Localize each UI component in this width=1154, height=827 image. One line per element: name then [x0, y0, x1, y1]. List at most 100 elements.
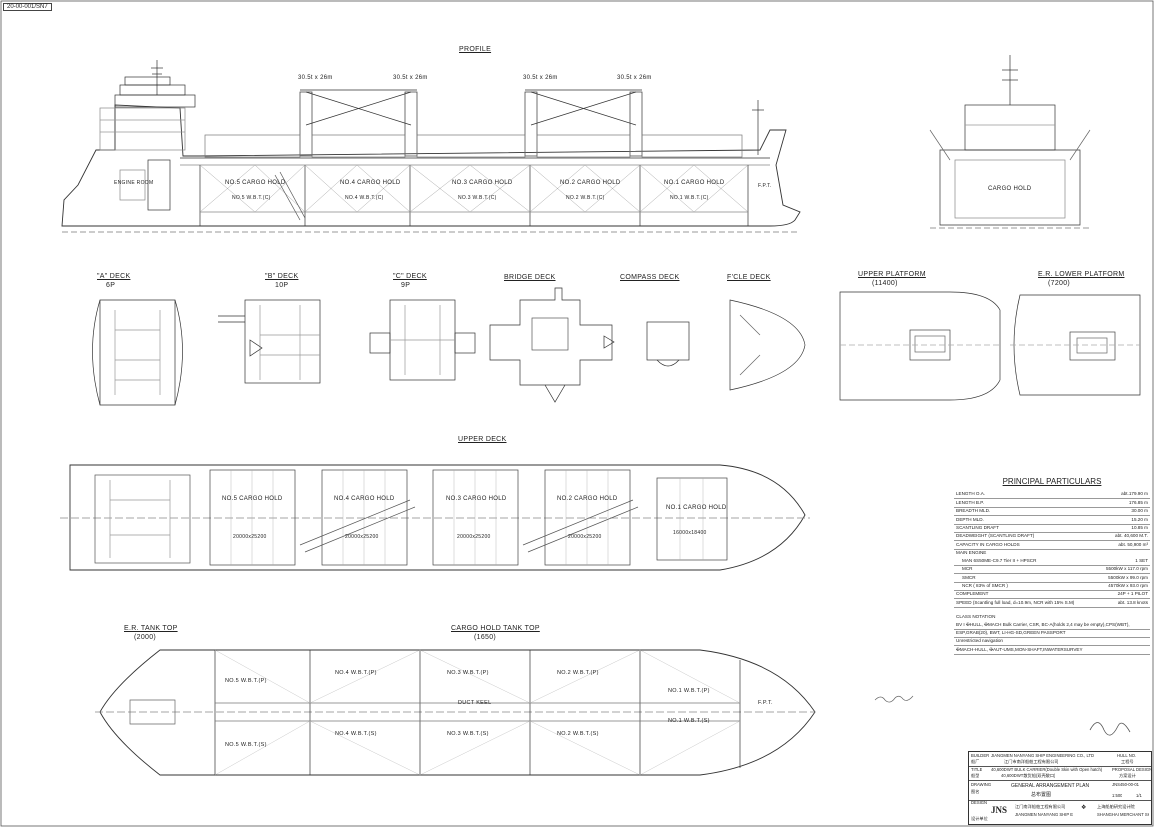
engine-room-label: ENGINE ROOM	[114, 180, 154, 186]
er-lower-platform-level: (7200)	[1048, 280, 1071, 287]
profile-tank-label: NO.2 W.B.T.(C)	[566, 195, 605, 201]
er-tank-top-level: (2000)	[134, 634, 157, 641]
tb-builder-name-cn: 江门市南洋船舶工程有限公司	[1004, 759, 1059, 764]
tb-dwg-no: JNS450-00-01	[1112, 782, 1140, 787]
pp-key: DEADWEIGHT (SCANTLING DRAFT)	[956, 533, 1035, 539]
tb-design-label-cn: 设计单位	[971, 816, 988, 821]
fpt-label: F.P.T.	[758, 700, 773, 706]
tb-stage: PROPOSAL DESIGN	[1112, 767, 1153, 772]
c-deck-plan	[369, 299, 476, 381]
tank-top-label: NO.3 W.B.T.(S)	[447, 731, 489, 737]
upper-platform-title: UPPER PLATFORM	[858, 271, 926, 278]
tank-top-plan	[95, 649, 816, 776]
upper-platform-plan	[839, 291, 1001, 401]
profile-view	[61, 60, 801, 233]
upper-deck-title: UPPER DECK	[458, 436, 507, 443]
pp-row: DEADWEIGHT (SCANTLING DRAFT)abt. 40,600 …	[954, 533, 1150, 542]
er-tank-top-title: E.R. TANK TOP	[124, 625, 178, 632]
deck-hold-label: NO.3 CARGO HOLD	[446, 496, 507, 502]
a-deck-plan	[92, 299, 183, 406]
tb-scale: 1:500	[1112, 793, 1123, 798]
tb-hull-label-cn: 工程号	[1121, 759, 1134, 764]
midship-hold-label: CARGO HOLD	[988, 186, 1032, 192]
tb-jns-en: JIANGMEN NANYANG SHIP ENGINEERING CO.,LT…	[1015, 812, 1073, 817]
fore-peak-label: F.P.T.	[758, 183, 772, 189]
pp-row: DEPTH MLD. 15.20 m	[954, 516, 1150, 525]
profile-hold-label: NO.3 CARGO HOLD	[452, 180, 513, 186]
deck-hold-label: NO.2 CARGO HOLD	[557, 496, 618, 502]
pp-class-line: ✠MACH-HULL, ✠AUT-UMS,MON-SHAFT,INWATERSU…	[954, 646, 1150, 655]
title-block: BUILDER 船厂 JIANGMEN NANYANG SHIP ENGINEE…	[968, 751, 1152, 825]
pp-value: 15.20 m	[1131, 516, 1148, 522]
jns-logo: JNS	[991, 805, 1008, 815]
compass-deck-title: COMPASS DECK	[620, 274, 680, 281]
tb-drawing-title-cn: 总布置图	[1031, 792, 1052, 798]
b-deck-persons: 10P	[275, 282, 289, 289]
pp-row: LENGTH O.A. abt.179.90 m	[954, 491, 1150, 500]
a-deck-persons: 6P	[106, 282, 116, 289]
bridge-deck-plan	[489, 287, 613, 403]
tb-title-label-cn: 船型	[971, 773, 980, 778]
signature-mark	[1089, 722, 1131, 736]
crane-caption: 30.5t x 26m	[298, 75, 333, 81]
tb-hull-label: HULL NO.	[1117, 753, 1137, 758]
tb-builder-label: BUILDER	[971, 753, 990, 758]
sdari-logo-icon: ❖	[1081, 805, 1087, 811]
deck-hatch-size: 20000x25200	[233, 534, 267, 540]
tank-top-label: NO.1 W.B.T.(S)	[668, 718, 710, 724]
pp-row: BREADTH MLD.30.00 m	[954, 508, 1150, 517]
tb-drawing-row: DRAWING 图名 GENERAL ARRANGEMENT PLAN 总布置图…	[969, 780, 1151, 801]
profile-title: PROFILE	[459, 46, 492, 53]
profile-tank-label: NO.1 W.B.T.(C)	[670, 195, 709, 201]
tank-top-label: NO.3 W.B.T.(P)	[447, 670, 489, 676]
pp-class-title: CLASS NOTATION	[956, 614, 996, 620]
er-lower-platform-plan	[1010, 294, 1141, 396]
upper-deck-plan	[60, 464, 810, 571]
tb-title-row: TITLE 船型 40,600DWT BULK CARRIER(Double S…	[969, 766, 1153, 781]
crane-caption: 30.5t x 26m	[393, 75, 428, 81]
pp-key: LENGTH O.A.	[956, 491, 986, 497]
tank-top-label: NO.2 W.B.T.(P)	[557, 670, 599, 676]
pp-value: 4570kW x 93.0 rpm	[1108, 582, 1148, 588]
pp-row: LENGTH B.P. 176.85 m	[954, 499, 1150, 508]
pp-key: CAPACITY IN CARGO HOLDS	[956, 541, 1020, 547]
pp-key: MCR	[962, 566, 973, 572]
tb-sheet: 1/1	[1136, 793, 1142, 798]
pp-value: 30.00 m	[1131, 508, 1148, 514]
pp-value: 10.85 m	[1131, 524, 1148, 530]
tb-title-text: 40,600DWT BULK CARRIER(Double Skin with …	[991, 767, 1103, 772]
handwritten-mark	[874, 695, 914, 703]
deck-hold-label: NO.5 CARGO HOLD	[222, 496, 283, 502]
compass-deck-plan	[603, 321, 690, 367]
deck-hatch-size: 20000x25200	[457, 534, 491, 540]
profile-tank-label: NO.4 W.B.T.(C)	[345, 195, 384, 201]
profile-tank-label: NO.3 W.B.T.(C)	[458, 195, 497, 201]
b-deck-title: "B" DECK	[265, 273, 299, 280]
pp-key: LENGTH B.P.	[956, 499, 984, 505]
tb-design-label: DESIGN	[971, 800, 988, 805]
crane-2	[524, 89, 643, 157]
pp-key: SPEED (Scantling full load, d=10.9m, NCR…	[956, 599, 1075, 605]
upper-platform-level: (11400)	[872, 280, 898, 287]
bridge-deck-title: BRIDGE DECK	[504, 274, 556, 281]
tank-top-label: NO.2 W.B.T.(S)	[557, 731, 599, 737]
profile-tank-label: NO.5 W.B.T.(C)	[232, 195, 271, 201]
drawing-number-tag: 20-00-001/SN7	[3, 3, 52, 11]
tank-top-label: NO.5 W.B.T.(S)	[225, 742, 267, 748]
pp-key: DEPTH MLD.	[956, 516, 984, 522]
pp-value: abt.179.90 m	[1121, 491, 1148, 497]
tb-sdari-en: SHANGHAI MERCHANT SHIP DESIGN & RESEARCH…	[1097, 812, 1149, 817]
deck-hold-label: NO.1 CARGO HOLD	[666, 505, 727, 511]
profile-hold-label: NO.1 CARGO HOLD	[664, 180, 725, 186]
tank-top-label: NO.5 W.B.T.(P)	[225, 678, 267, 684]
pp-value: 176.85 m	[1128, 499, 1148, 505]
profile-hold-label: NO.4 CARGO HOLD	[340, 180, 401, 186]
